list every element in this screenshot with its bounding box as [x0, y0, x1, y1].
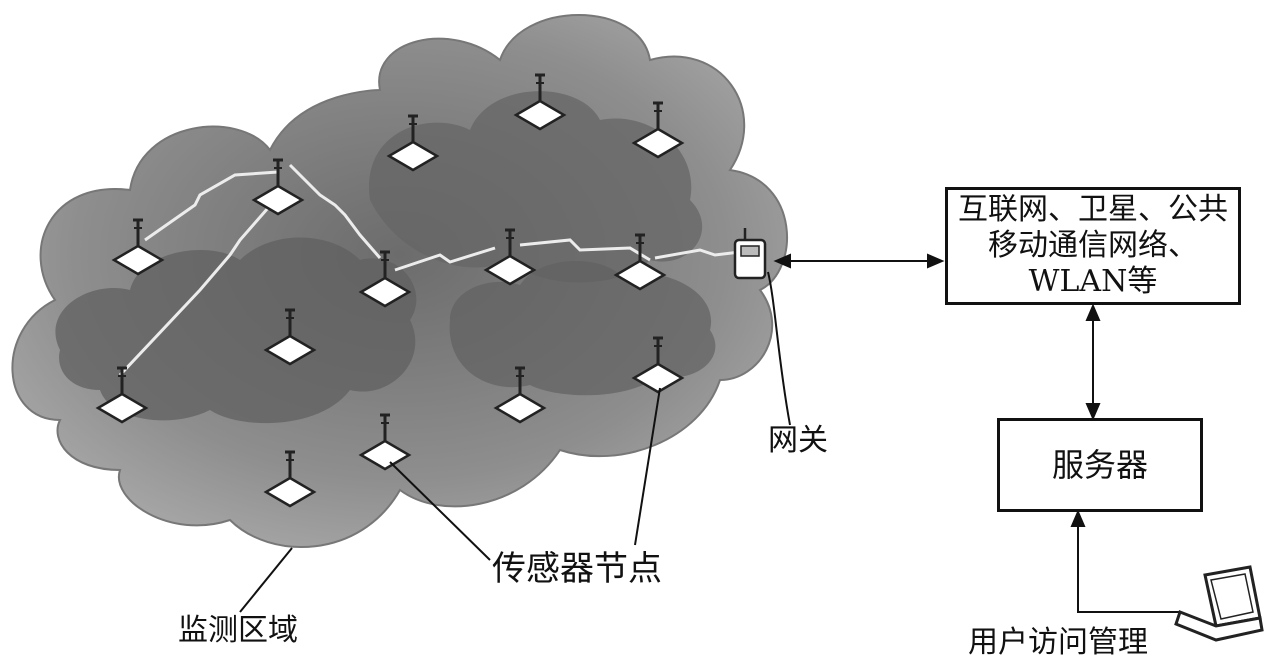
link-4	[394, 246, 496, 272]
link-5	[519, 238, 651, 262]
link-2	[288, 163, 382, 259]
network-box-line1: 互联网、卫星、公共	[958, 192, 1228, 227]
area-leader	[239, 547, 293, 613]
leader-lines	[239, 271, 791, 613]
monitoring-cloud	[11, 14, 788, 549]
network-box-line3: WLAN等	[1028, 264, 1158, 299]
monitoring-area-label: 监测区域	[178, 613, 298, 648]
server-box: 服务器	[997, 418, 1203, 512]
gateway-network-arrow	[773, 253, 945, 269]
user-server-arrow	[1070, 509, 1180, 613]
network-box-line2: 移动通信网络、	[988, 228, 1198, 263]
laptop-icon	[1174, 565, 1264, 642]
sensor-leader-2	[634, 387, 661, 546]
link-1	[144, 170, 279, 242]
gateway-label: 网关	[768, 423, 828, 458]
network-box: 互联网、卫星、公共 移动通信网络、 WLAN等	[945, 187, 1241, 305]
server-box-label: 服务器	[1051, 446, 1148, 484]
wireless-links	[118, 163, 741, 377]
network-server-arrow	[1085, 303, 1101, 421]
user-management-label: 用户访问管理	[968, 625, 1148, 660]
link-6	[654, 248, 741, 260]
gateway-icon	[733, 228, 767, 280]
sensor-node-label: 传感器节点	[492, 549, 662, 589]
sensor-leader-1	[389, 461, 491, 561]
gateway-leader	[767, 271, 791, 426]
link-3	[118, 199, 277, 377]
